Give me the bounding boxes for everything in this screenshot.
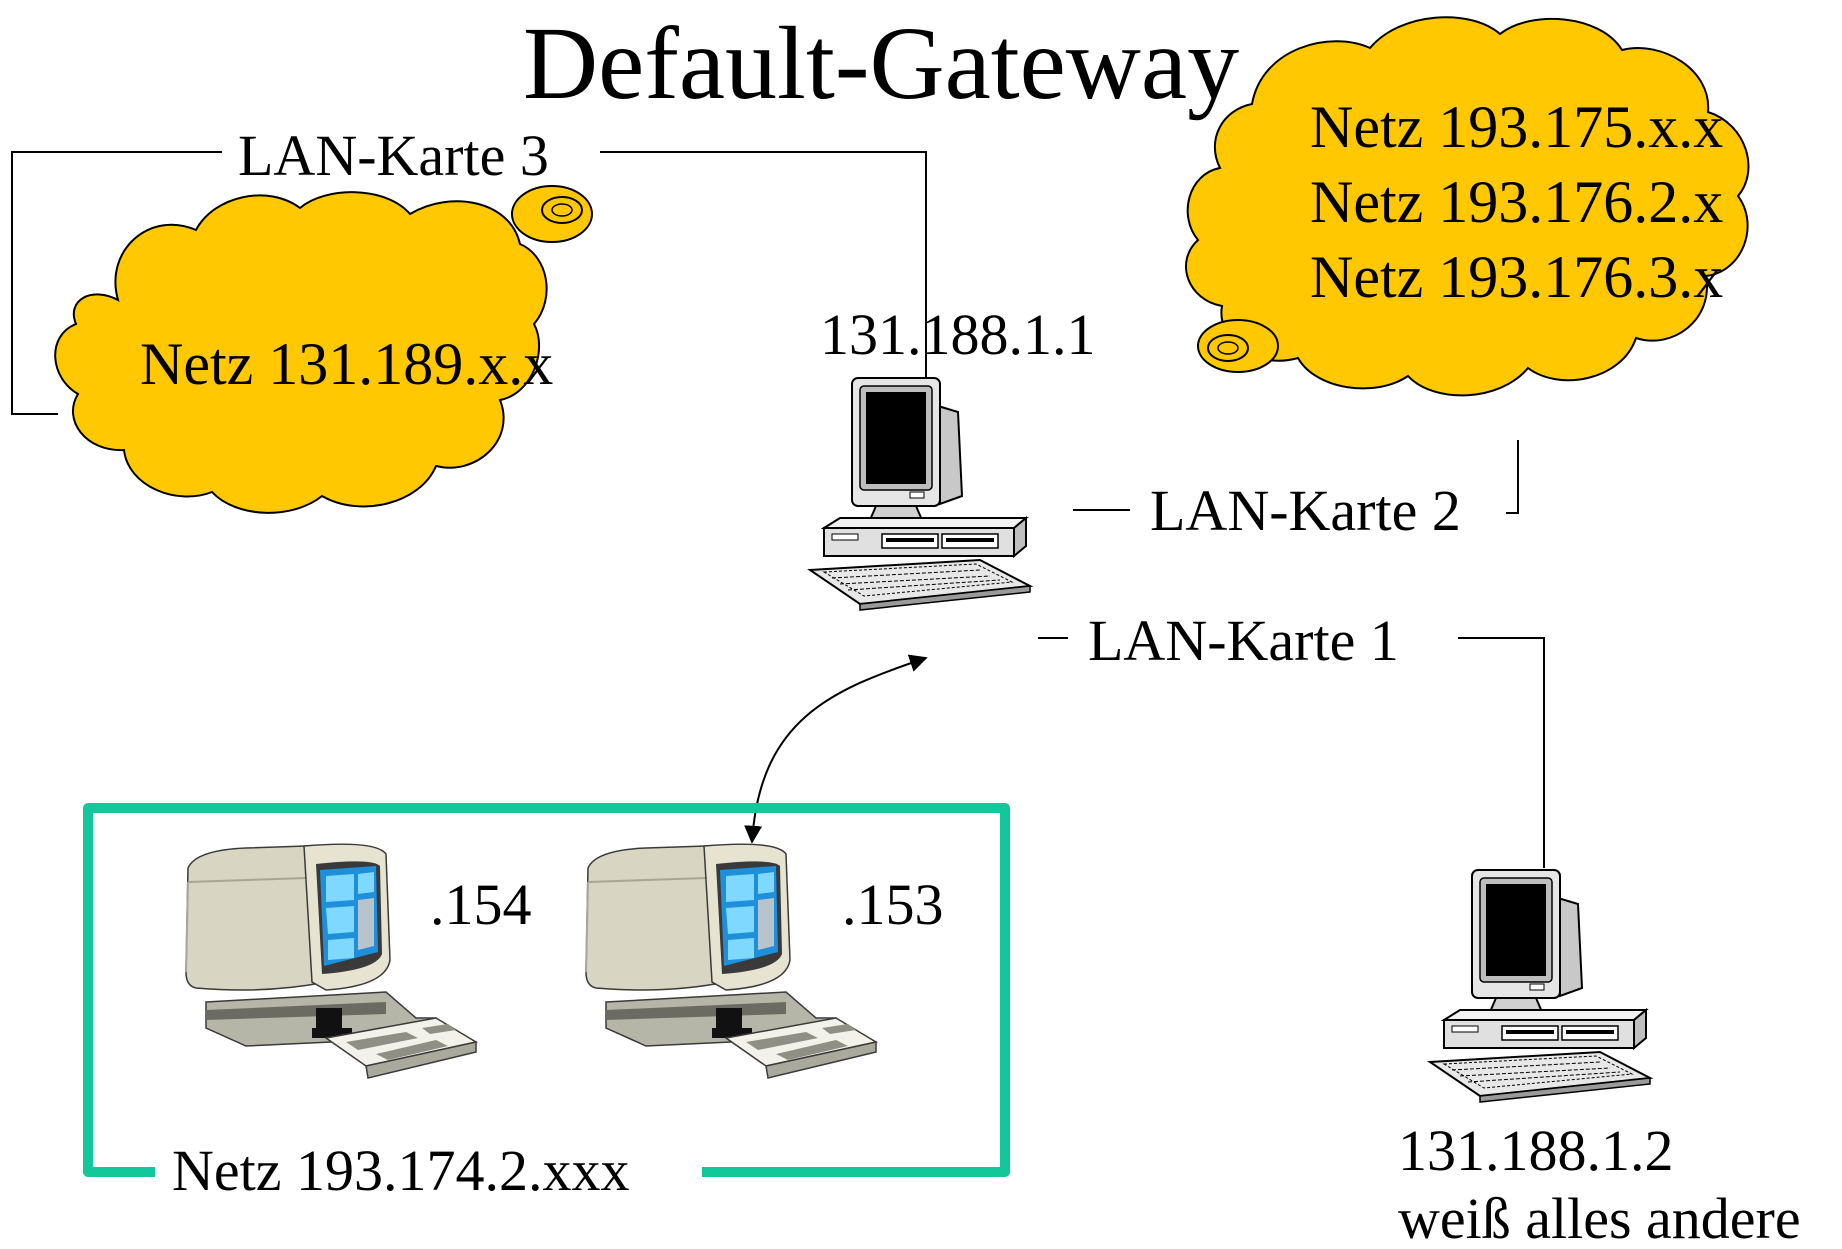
- cloud-right-label-1: Netz 193.175.x.x: [1310, 94, 1723, 160]
- host-153-label: .153: [842, 872, 944, 937]
- cloud-right-label-2: Netz 193.176.2.x: [1310, 169, 1723, 235]
- local-network-label: Netz 193.174.2.xxx: [172, 1138, 630, 1203]
- gateway-ip-label: 131.188.1.1: [820, 302, 1096, 367]
- lan-card-2-label: LAN-Karte 2: [1150, 478, 1461, 543]
- wire-lan2-cloud: [1506, 440, 1519, 514]
- diagram-title: Default-Gateway: [523, 6, 1239, 121]
- local-network: Netz 193.174.2.xxx .154 .153: [83, 803, 1010, 1203]
- gateway-computer-icon: [809, 377, 1031, 611]
- cloud-network-right: Netz 193.175.x.x Netz 193.176.2.x Netz 1…: [1185, 16, 1750, 397]
- lan-card-1-label: LAN-Karte 1: [1088, 608, 1399, 673]
- cloud-left-label: Netz 131.189.x.x: [140, 331, 553, 397]
- cloud-right-label-3: Netz 193.176.3.x: [1310, 244, 1723, 310]
- wire-lan3-gateway: [600, 151, 927, 378]
- wire-lan1-router2: [1458, 637, 1545, 868]
- lan-card-3-label: LAN-Karte 3: [238, 123, 549, 188]
- local-network-frame: [83, 803, 1010, 1177]
- router2-note-label: weiß alles andere: [1398, 1186, 1801, 1249]
- route-arrow: [744, 654, 928, 844]
- wire-lan3-left: [11, 151, 222, 415]
- router2-computer-icon: [1429, 869, 1651, 1103]
- cloud-network-left: Netz 131.189.x.x: [54, 185, 593, 514]
- workstation-153-icon: [585, 843, 877, 1079]
- router2-ip-label: 131.188.1.2: [1398, 1118, 1674, 1183]
- connection-lines: [11, 151, 1545, 868]
- host-154-label: .154: [430, 872, 532, 937]
